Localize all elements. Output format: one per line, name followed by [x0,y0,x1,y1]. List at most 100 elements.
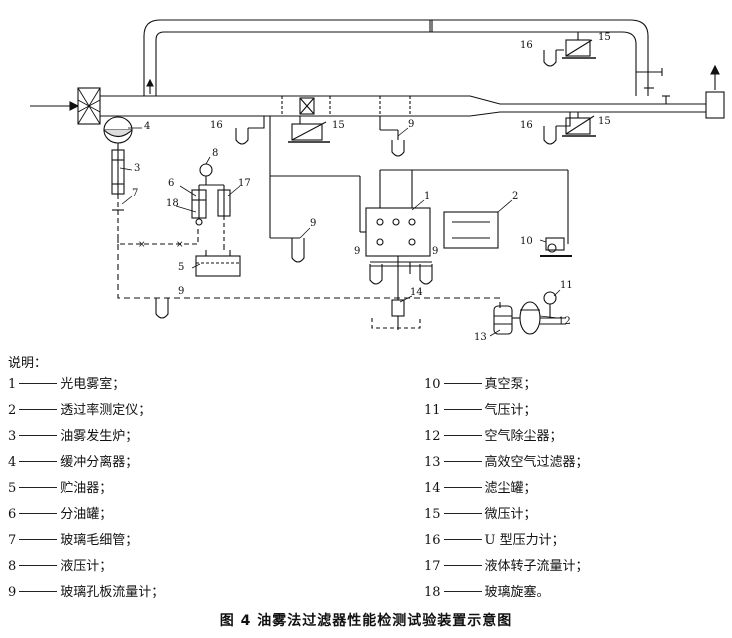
oil-reservoir [195,244,241,277]
legend-text: 分油罐； [60,507,113,522]
leader-lines [119,127,561,337]
callout-16-a: 16 [520,40,533,51]
legend-dash [443,461,482,462]
feed-line: × × [117,226,199,250]
callout-9-e: 9 [432,246,438,257]
callout-13: 13 [474,332,487,343]
legend-number: 9 [8,585,17,600]
legend-text: 油雾发生炉； [60,429,139,444]
callout-16-c: 16 [520,120,533,131]
callout-5: 5 [178,262,184,273]
legend-dash [19,383,58,384]
legend-number: 15 [424,507,441,522]
legend-item: 16 U 型压力计； [424,528,724,554]
callout-18: 18 [166,198,179,209]
legend-dash [443,513,482,514]
legend-number: 7 [8,533,17,548]
legend-dash [443,383,482,384]
hydraulic-gauge [199,163,213,185]
svg-text:×: × [138,240,146,250]
callout-16-b: 16 [210,120,223,131]
legend-item: 3 油雾发生炉； [8,424,388,450]
callout-14: 14 [410,287,423,298]
legend-item: 6 分油罐； [8,502,388,528]
legend-text: 缓冲分离器； [60,455,139,470]
legend-text: U 型压力计； [484,533,565,548]
legend-dash [19,435,58,436]
callout-12: 12 [558,316,571,327]
callout-3: 3 [134,163,140,174]
legend-number: 4 [8,455,17,470]
legend-number: 3 [8,429,17,444]
legend-dash [19,565,58,566]
legend-dash [19,539,58,540]
legend-number: 8 [8,559,17,574]
callout-7: 7 [132,188,138,199]
legend-number: 5 [8,481,17,496]
legend-text: 微压计； [484,507,537,522]
legend-number: 11 [424,403,441,418]
vacuum-pump [540,237,572,257]
figure-caption: 图 4 油雾法过滤器性能检测试验装置示意图 [219,613,513,629]
legend-number: 17 [424,559,441,574]
legend-heading: 说明： [8,356,48,371]
callout-10: 10 [520,236,533,247]
callout-15-c: 15 [598,116,611,127]
legend-dash [19,409,58,410]
legend-item: 4 缓冲分离器； [8,450,388,476]
callout-9-c: 9 [178,286,184,297]
callout-labels: 1 2 3 4 5 6 7 8 9 9 9 9 9 10 11 12 13 14… [132,32,611,343]
callout-17: 17 [238,178,251,189]
legend-dash [19,461,58,462]
callout-9-b: 9 [408,119,414,130]
legend-text: 玻璃毛细管； [60,533,139,548]
legend-text: 光电雾室； [60,377,126,392]
dust-filter-tank [371,299,421,330]
legend-text: 空气除尘器； [484,429,563,444]
legend-text: 液体转子流量计； [484,559,589,574]
sampling-lines [269,116,399,239]
distributor-and-rotameter [191,184,231,244]
hepa-and-dust-remover [493,291,566,335]
callout-6: 6 [168,178,174,189]
outlet [705,64,725,119]
legend-item: 11 气压计； [424,398,724,424]
legend-item: 5 贮油器； [8,476,388,502]
upper-duct [143,19,670,104]
legend-dash [443,409,482,410]
buffer-separator [103,116,133,150]
legend-dash [443,591,482,592]
legend-number: 12 [424,429,441,444]
legend-text: 玻璃旋塞。 [484,585,550,600]
legend-number: 16 [424,533,441,548]
legend-dash [443,565,482,566]
callout-1: 1 [424,191,430,202]
legend-dash [443,487,482,488]
svg-text:×: × [176,240,184,250]
legend-number: 14 [424,481,441,496]
transmittance-meter [443,211,499,249]
main-duct [100,95,706,117]
legend-dash [19,591,58,592]
micromanometers [288,32,596,143]
test-apparatus-diagram: × × [30,19,725,343]
u-tube-manometers [235,49,571,145]
legend-text: 气压计； [484,403,537,418]
callout-8: 8 [212,148,218,159]
callout-9-a: 9 [310,218,316,229]
legend-item: 17 液体转子流量计； [424,554,724,580]
legend-number: 6 [8,507,17,522]
photoelectric-mist-chamber [365,169,569,300]
legend-text: 贮油器； [60,481,113,496]
legend-text: 高效空气过滤器； [484,455,589,470]
